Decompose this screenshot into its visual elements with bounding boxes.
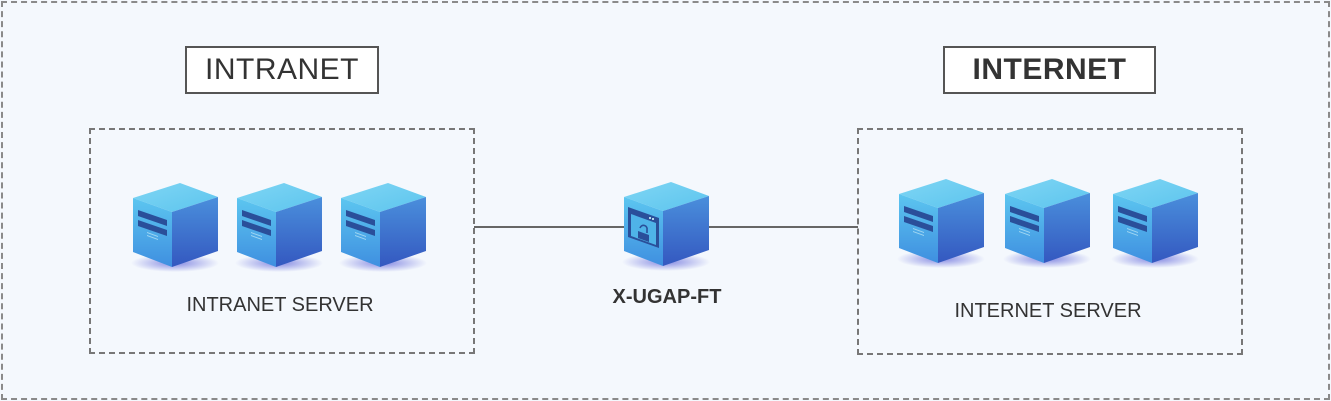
internet-server-icon — [1113, 179, 1201, 271]
intranet-zone — [89, 128, 475, 354]
internet-server-label: INTERNET SERVER — [954, 300, 1142, 322]
intranet-server-icon — [237, 183, 325, 275]
internet-zone — [857, 128, 1243, 355]
internet-server-icon — [899, 179, 987, 271]
internet-title: INTERNET — [943, 46, 1156, 94]
gateway-label: X-UGAP-FT — [612, 286, 722, 308]
gateway-lock-icon — [624, 182, 712, 274]
internet-server-icon — [1005, 179, 1093, 271]
intranet-title: INTRANET — [185, 46, 379, 94]
intranet-server-icon — [341, 183, 429, 275]
intranet-connection-line — [474, 226, 626, 228]
internet-connection-line — [706, 226, 858, 228]
intranet-server-label: INTRANET SERVER — [186, 294, 374, 316]
intranet-server-icon — [133, 183, 221, 275]
